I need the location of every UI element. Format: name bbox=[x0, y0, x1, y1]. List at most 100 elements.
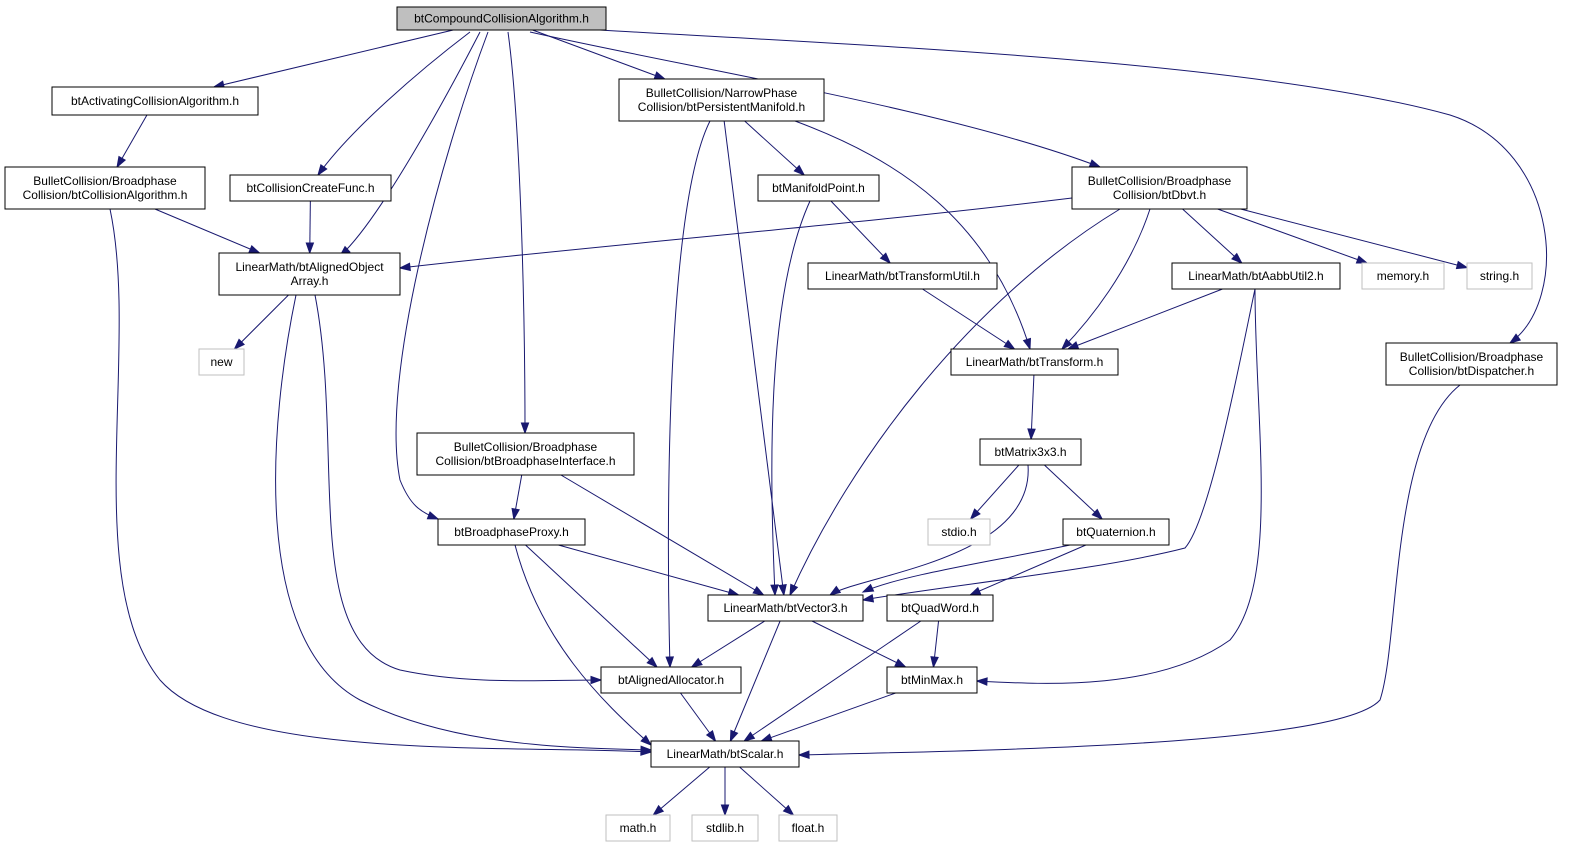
arrow-head bbox=[1231, 252, 1243, 264]
node-label: btQuadWord.h bbox=[901, 601, 979, 615]
node-aabbutil[interactable]: LinearMath/btAabbUtil2.h bbox=[1171, 262, 1341, 290]
arrow-head bbox=[690, 657, 703, 668]
edge-line bbox=[525, 544, 658, 668]
edge-line bbox=[109, 208, 652, 753]
node-label: btCollisionCreateFunc.h bbox=[246, 181, 374, 195]
node-new: new bbox=[198, 348, 245, 376]
edge-line bbox=[213, 29, 454, 88]
arrow-head bbox=[969, 508, 981, 521]
edge-line bbox=[744, 120, 805, 176]
edge-line bbox=[560, 474, 764, 596]
node-box bbox=[600, 666, 742, 694]
node-vector3[interactable]: LinearMath/btVector3.h bbox=[707, 594, 864, 622]
edge-root-to-createfunc bbox=[317, 31, 471, 177]
arrow-head bbox=[797, 750, 810, 760]
node-box bbox=[886, 666, 978, 694]
node-quaternion[interactable]: btQuaternion.h bbox=[1062, 518, 1170, 546]
node-transform[interactable]: LinearMath/btTransform.h bbox=[950, 348, 1119, 376]
node-matrix[interactable]: btMatrix3x3.h bbox=[979, 438, 1082, 466]
edge-persistent-to-allocator bbox=[665, 120, 711, 669]
node-box bbox=[618, 78, 825, 122]
node-stdio: stdio.h bbox=[927, 518, 991, 546]
edge-vector3-to-scalar bbox=[729, 620, 781, 743]
node-box bbox=[605, 814, 671, 842]
edge-matrix-to-stdio bbox=[969, 464, 1020, 521]
node-box bbox=[4, 166, 206, 210]
edge-line bbox=[1240, 208, 1468, 269]
node-dispatcher[interactable]: BulletCollision/BroadphaseCollision/btDi… bbox=[1385, 342, 1558, 386]
edge-aabbutil-to-transform bbox=[1066, 288, 1223, 350]
node-box bbox=[51, 86, 259, 116]
node-label: LinearMath/btAlignedObject bbox=[235, 260, 384, 274]
node-dbvt[interactable]: BulletCollision/BroadphaseCollision/btDb… bbox=[1071, 166, 1248, 210]
node-label: btMatrix3x3.h bbox=[994, 445, 1066, 459]
edge-dbvt-to-string bbox=[1240, 208, 1469, 270]
node-label: memory.h bbox=[1377, 269, 1429, 283]
edge-line bbox=[798, 384, 1461, 756]
node-root[interactable]: btCompoundCollisionAlgorithm.h bbox=[396, 6, 607, 31]
arrow-head bbox=[1003, 339, 1016, 350]
edge-line bbox=[507, 31, 526, 434]
node-stdlib: stdlib.h bbox=[691, 814, 759, 842]
node-label: btAlignedAllocator.h bbox=[618, 673, 724, 687]
edge-manifoldpoint-to-vector3 bbox=[770, 200, 811, 597]
edge-scalar-to-math bbox=[652, 766, 711, 816]
edge-quadword-to-minmax bbox=[930, 620, 940, 669]
arrow-head bbox=[789, 583, 799, 597]
node-box bbox=[979, 438, 1082, 466]
node-box bbox=[437, 518, 586, 546]
edge-line bbox=[789, 208, 1121, 596]
edge-line bbox=[969, 544, 1087, 596]
edge-line bbox=[723, 120, 785, 596]
edge-line bbox=[691, 620, 766, 668]
arrow-head bbox=[1027, 428, 1036, 441]
node-box bbox=[807, 262, 998, 290]
edge-line bbox=[399, 197, 1073, 269]
edge-activating-to-collalgo bbox=[116, 114, 148, 169]
node-collalgo[interactable]: BulletCollision/BroadphaseCollision/btCo… bbox=[4, 166, 206, 210]
node-box bbox=[198, 348, 245, 376]
arrow-head bbox=[640, 745, 653, 755]
arrow-head bbox=[398, 262, 411, 272]
edge-dbvt-to-transform bbox=[1060, 208, 1151, 351]
edge-line bbox=[743, 620, 922, 742]
node-label: BulletCollision/Broadphase bbox=[33, 174, 177, 188]
node-label: Collision/btDispatcher.h bbox=[1409, 364, 1534, 378]
edge-bpproxy-to-vector3 bbox=[558, 544, 741, 597]
edge-line bbox=[1067, 288, 1223, 350]
edge-quadword-to-scalar bbox=[742, 620, 922, 742]
arrow-head bbox=[520, 422, 530, 435]
node-label: LinearMath/btScalar.h bbox=[667, 747, 784, 761]
node-activating[interactable]: btActivatingCollisionAlgorithm.h bbox=[51, 86, 259, 116]
node-manifoldpoint[interactable]: btManifoldPoint.h bbox=[757, 174, 880, 202]
edge-line bbox=[234, 294, 289, 350]
node-allocator[interactable]: btAlignedAllocator.h bbox=[600, 666, 742, 694]
edge-layer bbox=[109, 29, 1547, 817]
edge-alignedarray-to-new bbox=[233, 294, 289, 351]
node-bpproxy[interactable]: btBroadphaseProxy.h bbox=[437, 518, 586, 546]
edge-root-to-activating bbox=[212, 29, 454, 89]
arrow-head bbox=[1022, 337, 1032, 351]
node-bpinterface[interactable]: BulletCollision/BroadphaseCollision/btBr… bbox=[416, 432, 635, 476]
node-label: BulletCollision/Broadphase bbox=[1400, 350, 1544, 364]
node-scalar[interactable]: LinearMath/btScalar.h bbox=[650, 740, 800, 768]
node-box bbox=[1385, 342, 1558, 386]
edge-line bbox=[558, 544, 739, 596]
node-quadword[interactable]: btQuadWord.h bbox=[886, 594, 994, 622]
arrow-head bbox=[653, 71, 667, 80]
node-minmax[interactable]: btMinMax.h bbox=[886, 666, 978, 694]
edge-root-to-bpproxy bbox=[395, 31, 489, 520]
edge-bpinterface-to-bpproxy bbox=[511, 474, 523, 521]
node-createfunc[interactable]: btCollisionCreateFunc.h bbox=[229, 174, 392, 202]
edge-line bbox=[314, 294, 602, 682]
node-transformutil[interactable]: LinearMath/btTransformUtil.h bbox=[807, 262, 998, 290]
edge-line bbox=[395, 31, 489, 520]
edge-dbvt-to-alignedarray bbox=[398, 197, 1073, 272]
arrow-head bbox=[894, 658, 907, 668]
node-persistent[interactable]: BulletCollision/NarrowPhaseCollision/btP… bbox=[618, 78, 825, 122]
edge-matrix-to-vector3 bbox=[828, 464, 1029, 596]
edge-line bbox=[829, 464, 1029, 596]
edge-transform-to-matrix bbox=[1027, 374, 1036, 441]
edge-line bbox=[667, 120, 711, 668]
